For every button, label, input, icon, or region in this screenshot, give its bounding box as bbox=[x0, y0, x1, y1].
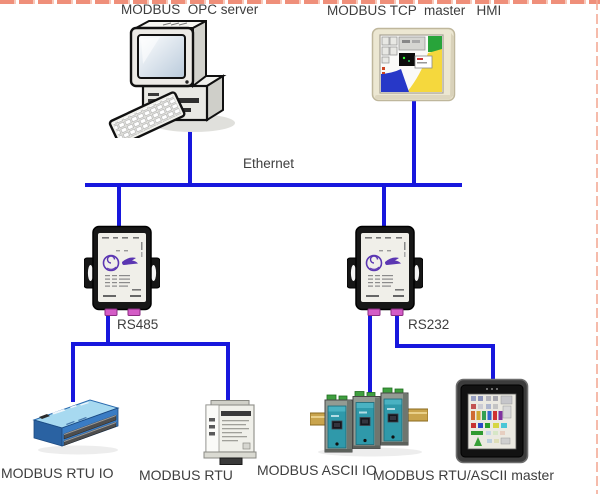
gateway-right-drop-line bbox=[382, 187, 386, 231]
din-rail-converter-icon bbox=[203, 400, 257, 465]
rtu-ascii-master-label: MODBUS RTU/ASCII master bbox=[373, 467, 554, 483]
rs485-trunk-line bbox=[106, 306, 110, 346]
touch-panel-icon bbox=[455, 378, 529, 464]
rs485-branch-left-line bbox=[71, 342, 75, 402]
hmi-panel-icon bbox=[371, 27, 456, 102]
ethernet-label: Ethernet bbox=[243, 156, 295, 171]
right-boundary-dash bbox=[596, 0, 598, 494]
opc-server-label: MODBUS OPC server bbox=[121, 2, 259, 17]
rs232-branch-down-line bbox=[491, 344, 495, 386]
rs232-label: RS232 bbox=[408, 317, 450, 332]
ethernet-bus-line bbox=[85, 183, 462, 187]
modbus-gateway-left-icon bbox=[84, 225, 160, 316]
rs485-label: RS485 bbox=[117, 317, 159, 332]
tcp-master-hmi-label: MODBUS TCP master HMI bbox=[327, 3, 502, 18]
opc-server-drop-line bbox=[188, 108, 192, 187]
rs232-right-line bbox=[395, 306, 399, 348]
rs485-branch-right-line bbox=[226, 342, 230, 404]
rtu-label: MODBUS RTU bbox=[139, 467, 233, 483]
rs485-branch-line bbox=[71, 342, 230, 346]
rs232-left-line bbox=[368, 306, 372, 397]
gateway-left-drop-line bbox=[117, 187, 121, 231]
keyboard-icon bbox=[108, 91, 186, 138]
rs232-branch-line bbox=[395, 344, 495, 348]
ascii-io-label: MODBUS ASCII IO bbox=[257, 462, 377, 478]
din-rail-module-group-icon bbox=[310, 387, 428, 457]
rtu-io-label: MODBUS RTU IO bbox=[1, 465, 114, 481]
desktop-computer-icon bbox=[108, 20, 235, 138]
modbus-gateway-right-icon bbox=[347, 225, 423, 316]
io-terminal-module-icon bbox=[32, 399, 120, 455]
bottom-boundary-dash bbox=[0, 0, 600, 4]
hmi-drop-line bbox=[412, 100, 416, 187]
